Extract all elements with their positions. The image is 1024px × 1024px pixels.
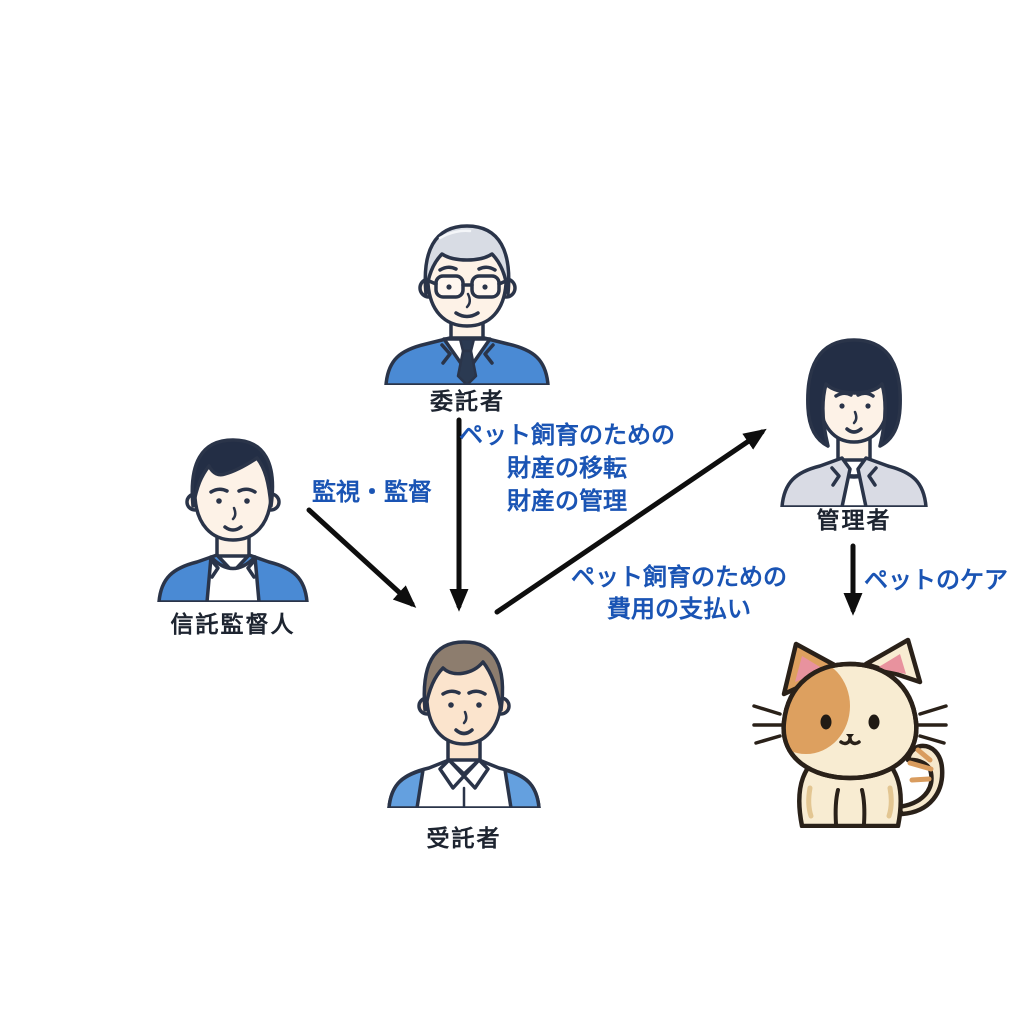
annotation-payment: ペット飼育のための 費用の支払い	[559, 562, 799, 626]
annotation-property-line3: 財産の管理	[507, 488, 627, 515]
pet-avatar	[750, 630, 950, 828]
trustee-label: 受託者	[426, 825, 502, 851]
annotation-property: ペット飼育のための 財産の移転 財産の管理	[447, 419, 687, 518]
settlor-avatar	[380, 208, 555, 385]
annotation-supervision-line: 監視・監督	[312, 479, 432, 506]
trustee-avatar	[383, 628, 545, 808]
supervisor-avatar	[153, 428, 313, 602]
young-man-jacket-icon	[157, 438, 309, 602]
arrow-supervisor-to-trustee	[306, 507, 417, 608]
manager-avatar	[778, 328, 930, 507]
elderly-man-icon	[384, 224, 550, 385]
annotation-payment-line1: ペット飼育のための	[571, 564, 787, 591]
annotation-care-line: ペットのケア	[864, 567, 1008, 594]
annotation-payment-line2: 費用の支払い	[607, 596, 751, 623]
annotation-supervision: 監視・監督	[292, 476, 452, 509]
calico-cat-icon	[752, 637, 948, 828]
settlor-label: 委託者	[430, 388, 505, 414]
woman-icon	[780, 338, 928, 507]
young-man-shirt-icon	[387, 640, 541, 808]
annotation-property-line2: 財産の移転	[507, 455, 627, 482]
manager-label: 管理者	[816, 507, 892, 533]
annotation-property-line1: ペット飼育のための	[459, 422, 675, 449]
supervisor-label: 信託監督人	[170, 611, 296, 637]
annotation-care: ペットのケア	[864, 564, 1008, 597]
